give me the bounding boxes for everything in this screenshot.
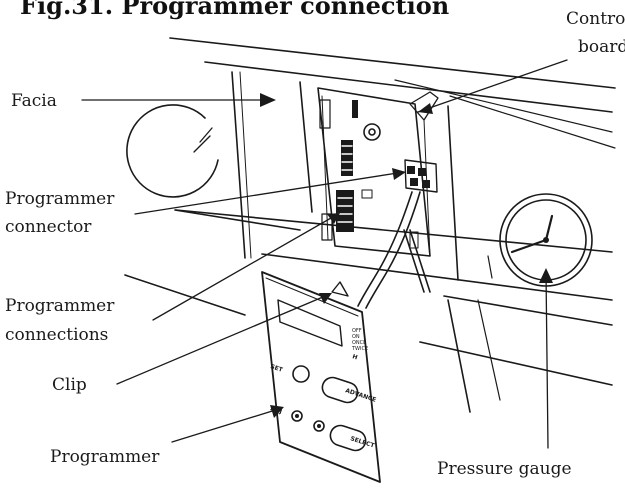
label-programmer-connector-line2: connector	[5, 217, 92, 237]
legend-twice: TWICE	[351, 346, 368, 352]
label-programmer-connections-line1: Programmer	[5, 296, 115, 316]
label-facia: Facia	[11, 91, 57, 111]
label-pressure-gauge: Pressure gauge	[437, 459, 572, 479]
label-programmer: Programmer	[50, 447, 160, 467]
label-programmer-connector-line1: Programmer	[5, 189, 115, 209]
leader-lines	[81, 59, 568, 449]
facia-outline	[124, 71, 459, 316]
panel-set-label: SET	[269, 363, 284, 374]
temperature-dial	[126, 104, 219, 198]
legend-on: ON	[352, 334, 360, 340]
figure-title: Fig.31. Programmer connection	[20, 0, 450, 20]
panel-legend: OFF ON ONCE TWICE	[351, 328, 368, 352]
boiler-top-edges	[169, 37, 616, 149]
boiler-body-edges	[175, 209, 613, 413]
legend-once: ONCE	[352, 340, 366, 346]
legend-off: OFF	[352, 328, 362, 334]
panel-h-label: H	[351, 353, 358, 361]
panel-adj-label: ADJ	[269, 405, 282, 415]
connector-blocks	[336, 100, 358, 232]
programmer-plug	[404, 159, 438, 193]
label-clip: Clip	[52, 375, 87, 395]
label-control-board-line2: board	[578, 37, 625, 57]
label-control-board-line1: Control	[566, 9, 625, 29]
label-programmer-connections-line2: connections	[5, 325, 109, 345]
programmer-panel	[261, 271, 381, 483]
arrowheads	[260, 93, 553, 418]
